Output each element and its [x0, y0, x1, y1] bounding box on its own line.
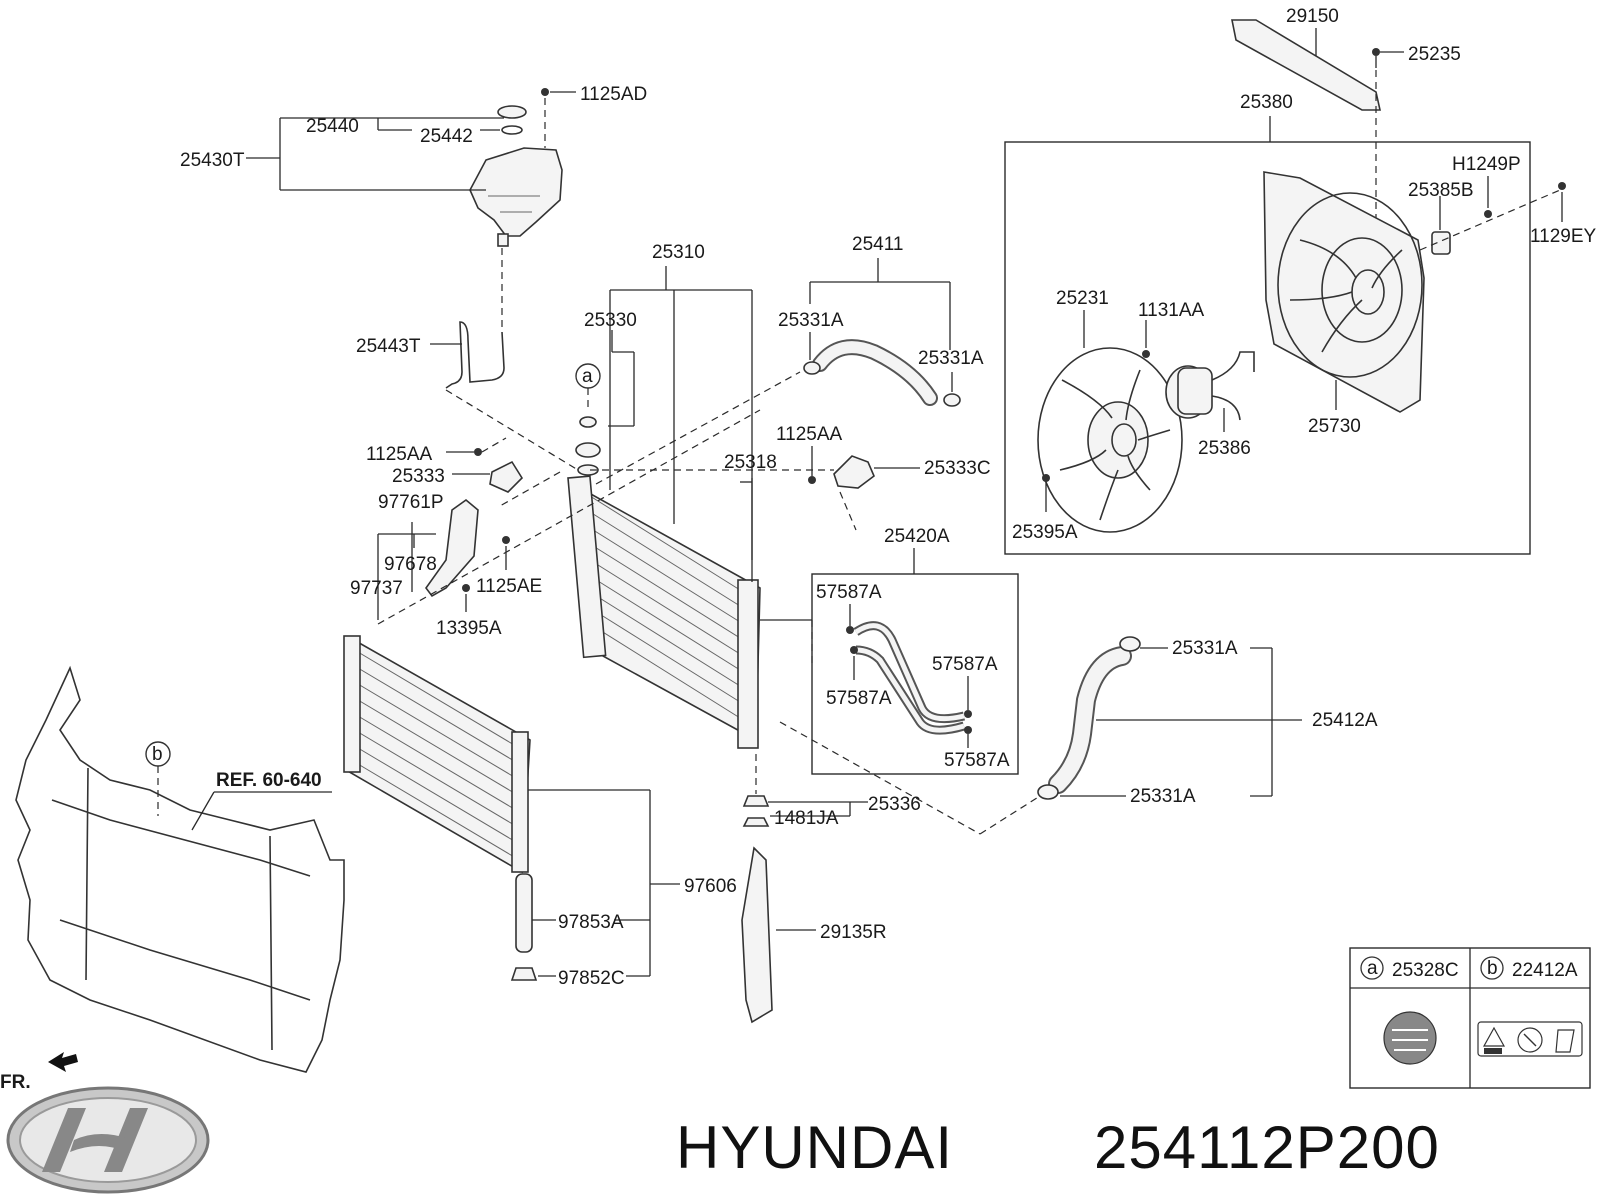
- label-57587A-3: 57587A: [826, 688, 892, 709]
- label-1125AA-right: 1125AA: [776, 424, 843, 445]
- label-1125AA-left: 1125AA: [366, 444, 433, 465]
- condenser-bracket-part: [425, 498, 479, 598]
- screw-25395A-icon: [1042, 474, 1050, 482]
- bolt-1125AA-right-icon: [808, 476, 816, 484]
- radiator-cap-label-icon: [1383, 1011, 1437, 1065]
- label-25730: 25730: [1308, 416, 1361, 437]
- bolt-25235-icon: [1372, 48, 1380, 68]
- receiver-drier-part: [515, 873, 533, 953]
- plug-97852C-icon: [510, 967, 538, 981]
- label-97853A: 97853A: [558, 912, 624, 933]
- part-number-caption: 254112P200: [1094, 1114, 1440, 1181]
- label-97852C: 97852C: [558, 968, 625, 989]
- cooling-fan-part: [1037, 347, 1183, 533]
- svg-text:b: b: [152, 744, 163, 765]
- hose-clip-icon: [846, 626, 972, 734]
- radiator-part: [567, 464, 761, 749]
- label-25443T: 25443T: [356, 336, 421, 357]
- label-25231: 25231: [1056, 288, 1109, 309]
- resistor-25385B-icon: [1431, 231, 1451, 255]
- label-25385B: 25385B: [1408, 180, 1474, 201]
- bolt-1129EY-icon: [1558, 182, 1566, 190]
- label-97678: 97678: [384, 554, 437, 575]
- label-25380: 25380: [1240, 92, 1293, 113]
- bushing-25336-icon: [742, 795, 770, 827]
- label-25331A-lower-top: 25331A: [1172, 638, 1238, 659]
- legend-b-part: 22412A: [1512, 960, 1578, 981]
- label-25412A: 25412A: [1312, 710, 1378, 731]
- label-25395A: 25395A: [1012, 522, 1078, 543]
- reservoir-cap-icon: [497, 105, 527, 135]
- label-57587A-1: 57587A: [816, 582, 882, 603]
- callout-b-marker: b: [145, 741, 171, 767]
- label-97761P: 97761P: [378, 492, 444, 513]
- brand-caption: HYUNDAI: [676, 1114, 953, 1181]
- legend-b-symbol: b: [1487, 958, 1498, 979]
- clip-13395A-icon: [462, 584, 470, 592]
- upper-hose-part: [803, 339, 961, 407]
- upper-bracket-part: [1231, 19, 1381, 111]
- front-arrow-icon: [48, 1052, 78, 1072]
- svg-text:a: a: [582, 366, 593, 387]
- label-25331A-lower-bottom: 25331A: [1130, 786, 1196, 807]
- label-25318: 25318: [724, 452, 777, 473]
- fan-motor-part: [1165, 351, 1255, 421]
- label-25420A: 25420A: [884, 526, 950, 547]
- condenser-part: [343, 635, 531, 874]
- screw-H1249P-icon: [1484, 210, 1492, 218]
- label-57587A-2: 57587A: [932, 654, 998, 675]
- label-25235: 25235: [1408, 44, 1461, 65]
- front-panel-reference-part: [15, 665, 345, 1073]
- label-25442: 25442: [420, 126, 473, 147]
- label-97737: 97737: [350, 578, 403, 599]
- label-1125AD: 1125AD: [580, 84, 647, 105]
- label-29135R: 29135R: [820, 922, 887, 943]
- label-97606: 97606: [684, 876, 737, 897]
- legend-a-symbol: a: [1367, 958, 1378, 979]
- bracket-25333C-part: [833, 455, 875, 489]
- label-1481JA: 1481JA: [774, 808, 839, 829]
- bracket-25333-part: [489, 460, 524, 493]
- label-1131AA: 1131AA: [1138, 300, 1205, 321]
- label-25331A-upper-left: 25331A: [778, 310, 844, 331]
- coolant-reservoir-part: [469, 147, 563, 247]
- air-guard-part: [741, 846, 773, 1024]
- reservoir-hose-part: [445, 321, 505, 389]
- label-13395A: 13395A: [436, 618, 502, 639]
- screw-1131AA-icon: [1142, 350, 1150, 358]
- label-25333C: 25333C: [924, 458, 991, 479]
- label-25336: 25336: [868, 794, 921, 815]
- label-25310: 25310: [652, 242, 705, 263]
- label-25411: 25411: [852, 234, 903, 255]
- label-1129EY: 1129EY: [1530, 226, 1597, 247]
- transmission-hose-part: [853, 621, 966, 735]
- fan-assembly-box: [1004, 141, 1531, 555]
- lower-hose-part: [1037, 636, 1141, 800]
- label-29150: 29150: [1286, 6, 1339, 27]
- label-H1249P: H1249P: [1452, 154, 1521, 175]
- reference-label: REF. 60-640: [216, 770, 322, 791]
- label-25333: 25333: [392, 466, 445, 487]
- hyundai-logo-icon: [6, 1086, 210, 1194]
- legend-a-part: 25328C: [1392, 960, 1459, 981]
- callout-a-marker: a: [575, 363, 601, 389]
- label-25430T: 25430T: [180, 150, 245, 171]
- label-57587A-4: 57587A: [944, 750, 1010, 771]
- fan-shroud-part: [1263, 171, 1425, 413]
- label-25330: 25330: [584, 310, 637, 331]
- bolt-1125AD-icon: [541, 88, 549, 96]
- bolt-1125AA-left-icon: [474, 448, 482, 456]
- parts-legend-table: [1349, 947, 1591, 1089]
- label-1125AE: 1125AE: [476, 576, 542, 597]
- label-25386: 25386: [1198, 438, 1251, 459]
- caution-label-icon: [1477, 1021, 1583, 1057]
- label-25440: 25440: [306, 116, 359, 137]
- front-marker-label: FR.: [0, 1072, 31, 1093]
- drain-plug-a-icon: [575, 416, 601, 458]
- hose-group-box: [811, 573, 1019, 775]
- label-25331A-upper-right: 25331A: [918, 348, 984, 369]
- bolt-1125AE-icon: [502, 536, 510, 544]
